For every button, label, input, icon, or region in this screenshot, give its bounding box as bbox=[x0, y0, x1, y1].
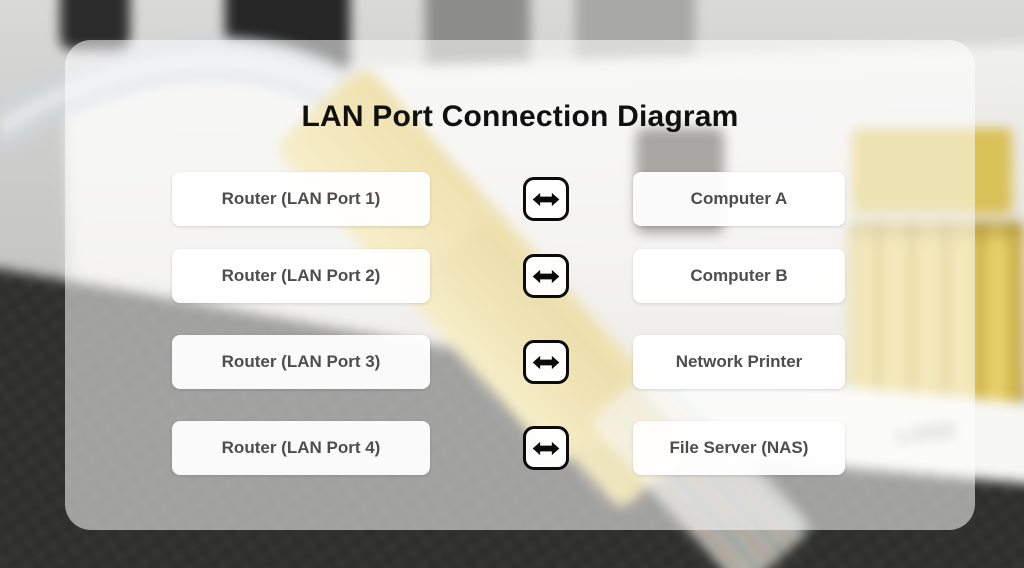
node-network-printer: Network Printer bbox=[633, 335, 845, 389]
node-router-lan-port-4: Router (LAN Port 4) bbox=[172, 421, 430, 475]
node-router-lan-port-2: Router (LAN Port 2) bbox=[172, 249, 430, 303]
bidirectional-arrow-icon bbox=[523, 177, 569, 221]
connection-row-1: Router (LAN Port 1) Computer A bbox=[65, 172, 975, 226]
diagram-title: LAN Port Connection Diagram bbox=[301, 100, 739, 133]
node-router-lan-port-3: Router (LAN Port 3) bbox=[172, 335, 430, 389]
bidirectional-arrow-icon bbox=[523, 426, 569, 470]
node-file-server-nas: File Server (NAS) bbox=[633, 421, 845, 475]
connection-row-4: Router (LAN Port 4) File Server (NAS) bbox=[65, 421, 975, 475]
connection-row-2: Router (LAN Port 2) Computer B bbox=[65, 249, 975, 303]
bidirectional-arrow-icon bbox=[523, 340, 569, 384]
node-computer-a: Computer A bbox=[633, 172, 845, 226]
node-computer-b: Computer B bbox=[633, 249, 845, 303]
connection-row-3: Router (LAN Port 3) Network Printer bbox=[65, 335, 975, 389]
diagram-panel: LAN Port Connection Diagram Router (LAN … bbox=[65, 40, 975, 530]
bidirectional-arrow-icon bbox=[523, 254, 569, 298]
node-router-lan-port-1: Router (LAN Port 1) bbox=[172, 172, 430, 226]
